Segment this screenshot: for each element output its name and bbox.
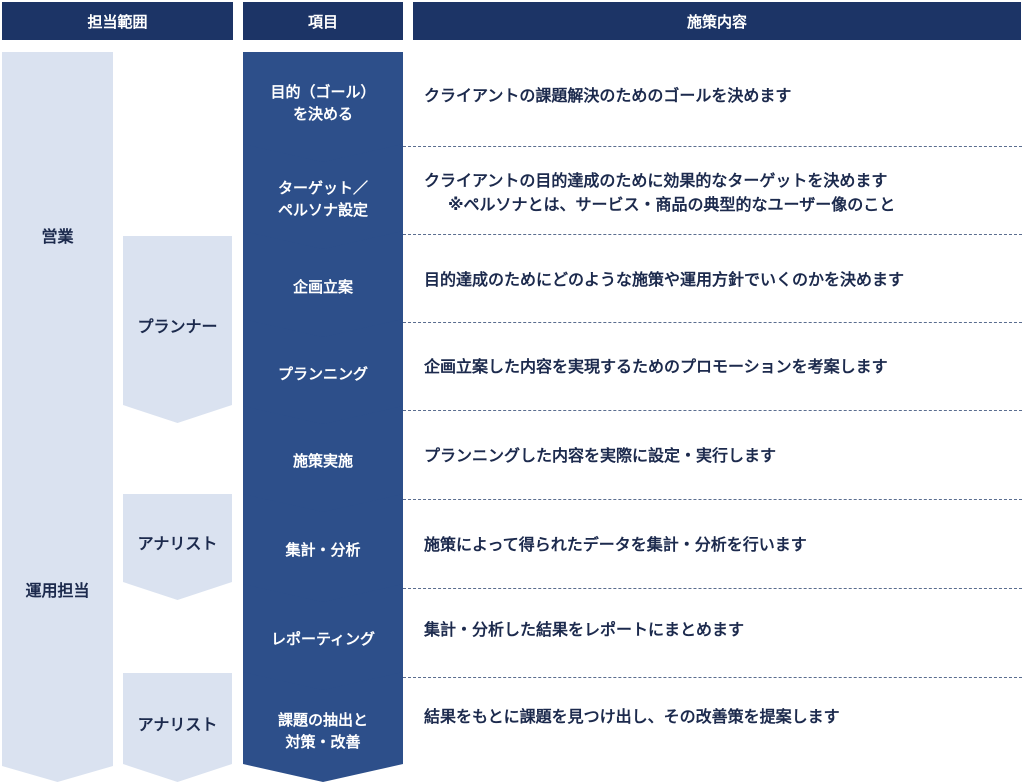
- step-planning: プランニング: [243, 319, 403, 429]
- step-target: ターゲット／ ペルソナ設定: [243, 144, 403, 253]
- lane-planner-label: プランナー: [137, 316, 218, 336]
- step-analysis-description: 施策によって得られたデータを集計・分析を行います: [424, 533, 1020, 557]
- step-analysis-description-text: 施策によって得られたデータを集計・分析を行います: [424, 535, 807, 554]
- persona-note: ※ペルソナとは、サービス・商品の典型的なユーザー像のこと: [448, 195, 896, 214]
- step-improvement: 課題の抽出と 対策・改善: [243, 672, 403, 782]
- lane-analyst-2: アナリスト: [123, 673, 232, 782]
- step-planning-label: プランニング: [277, 365, 368, 383]
- header-scope: 担当範囲: [2, 2, 233, 40]
- header-item: 項目: [243, 2, 403, 40]
- row-divider: [403, 146, 1022, 147]
- row-divider: [403, 322, 1022, 323]
- lane-analyst-1: アナリスト: [123, 494, 232, 600]
- step-target-description-text: クライアントの目的達成のために効果的なターゲットを決めます: [424, 171, 888, 190]
- step-planning-description: 企画立案した内容を実現するためのプロモーションを考案します: [424, 355, 1020, 379]
- step-goal-line1: 目的（ゴール）: [270, 83, 376, 101]
- step-analysis: 集計・分析: [243, 494, 403, 605]
- header-measure-label: 施策内容: [686, 12, 747, 31]
- step-planning-proposal-label: 企画立案: [292, 278, 353, 296]
- step-execution-description-text: プランニングした内容を実際に設定・実行します: [424, 446, 777, 465]
- row-divider: [403, 677, 1022, 678]
- header-item-label: 項目: [307, 12, 338, 31]
- lane-sales-label: 営業: [41, 226, 74, 246]
- header-measure: 施策内容: [413, 2, 1021, 40]
- step-execution-description: プランニングした内容を実際に設定・実行します: [424, 444, 1020, 468]
- step-reporting: レポーティング: [243, 584, 403, 694]
- row-divider: [403, 499, 1022, 500]
- step-planning-proposal-description-text: 目的達成のためにどのような施策や運用方針でいくのかを決めます: [424, 270, 905, 289]
- step-execution-label: 施策実施: [292, 452, 353, 470]
- lane-operations-label: 運用担当: [25, 581, 90, 600]
- step-reporting-label: レポーティング: [270, 630, 376, 648]
- step-target-line2: ペルソナ設定: [277, 200, 368, 219]
- step-reporting-description-text: 集計・分析した結果をレポートにまとめます: [424, 620, 745, 639]
- step-goal-description-text: クライアントの課題解決のためのゴールを決めます: [424, 86, 792, 105]
- step-goal-description: クライアントの課題解決のためのゴールを決めます: [424, 84, 1020, 108]
- step-goal: 目的（ゴール） を決める: [243, 52, 403, 164]
- step-improvement-line1: 課題の抽出と: [277, 711, 368, 729]
- header-scope-label: 担当範囲: [87, 12, 148, 31]
- step-planning-proposal: 企画立案: [243, 231, 403, 343]
- lane-planner: プランナー: [123, 236, 232, 423]
- step-execution: 施策実施: [243, 406, 403, 516]
- lane-analyst-1-label: アナリスト: [137, 534, 218, 553]
- lane-operations: 運用担当: [2, 406, 113, 782]
- step-reporting-description: 集計・分析した結果をレポートにまとめます: [424, 618, 1020, 642]
- step-planning-description-text: 企画立案した内容を実現するためのプロモーションを考案します: [424, 357, 888, 376]
- step-target-line1: ターゲット／: [277, 178, 368, 197]
- lane-analyst-2-label: アナリスト: [137, 714, 218, 734]
- step-improvement-line2: 対策・改善: [285, 733, 361, 751]
- row-divider: [403, 588, 1022, 589]
- step-planning-proposal-description: 目的達成のためにどのような施策や運用方針でいくのかを決めます: [424, 268, 1020, 292]
- step-goal-line2: を決める: [292, 105, 353, 123]
- step-analysis-label: 集計・分析: [285, 540, 361, 559]
- step-improvement-description: 結果をもとに課題を見つけ出し、その改善策を提案します: [424, 705, 1020, 729]
- step-target-description: クライアントの目的達成のために効果的なターゲットを決めます ※ペルソナとは、サー…: [424, 169, 1020, 217]
- row-divider: [403, 234, 1022, 235]
- step-improvement-description-text: 結果をもとに課題を見つけ出し、その改善策を提案します: [424, 707, 840, 726]
- row-divider: [403, 410, 1022, 411]
- lane-sales: 営業: [2, 52, 113, 427]
